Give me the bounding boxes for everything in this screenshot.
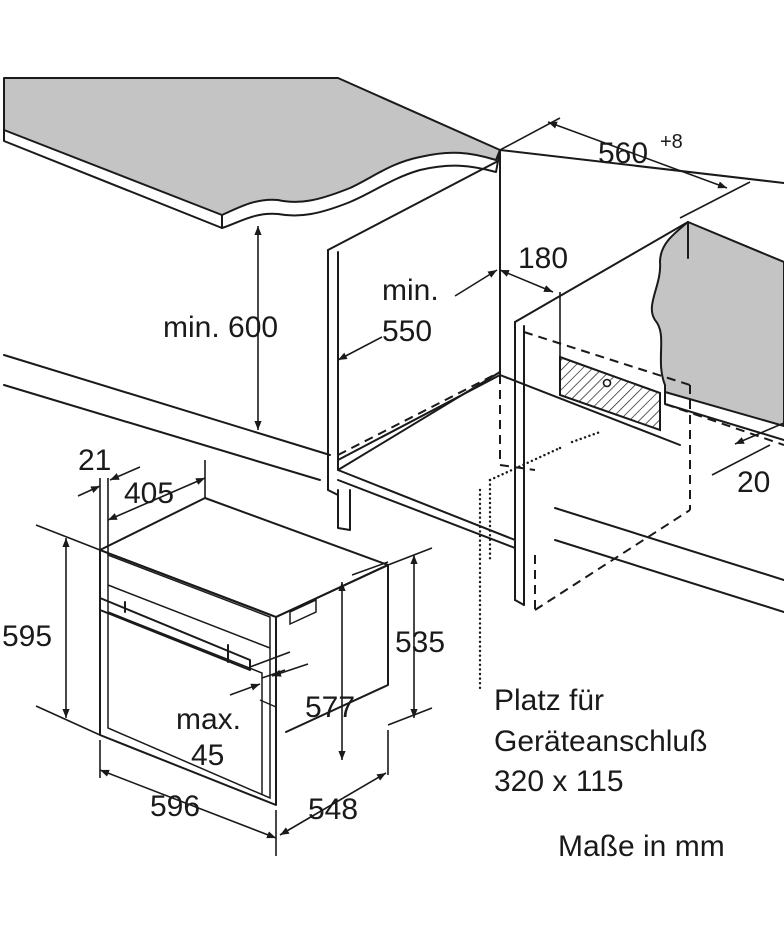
units-note: Maße in mm — [558, 830, 725, 863]
min-niche-height-prefix: min. — [382, 274, 439, 307]
front-height-label: 595 — [2, 620, 52, 653]
dimension-lines — [35, 117, 784, 856]
rear-gap-label: 20 — [737, 466, 770, 499]
inner-height-label: 577 — [305, 691, 355, 724]
vent-depth-label: 180 — [518, 242, 568, 275]
min-niche-height-value: 550 — [382, 315, 432, 348]
left-worktop — [3, 77, 501, 229]
body-height-label: 535 — [395, 626, 445, 659]
connection-note-line1: Platz für — [494, 684, 604, 717]
top-depth-label: 405 — [124, 477, 174, 510]
handle-protrusion-prefix: max. — [176, 703, 241, 736]
min-height-above-floor-label: min. 600 — [163, 311, 278, 344]
body-depth-label: 548 — [308, 793, 358, 826]
connection-note-line2: Geräteanschluß — [494, 725, 707, 758]
door-thickness-label: 21 — [78, 444, 111, 477]
handle-protrusion-value: 45 — [191, 739, 224, 772]
oven-appliance — [99, 497, 389, 806]
niche-width-label: 560 — [598, 137, 648, 170]
niche-width-tolerance-label: +8 — [660, 131, 683, 153]
front-width-label: 596 — [150, 790, 200, 823]
cabinet-niche — [3, 149, 784, 692]
connection-note-line3: 320 x 115 — [494, 765, 624, 798]
